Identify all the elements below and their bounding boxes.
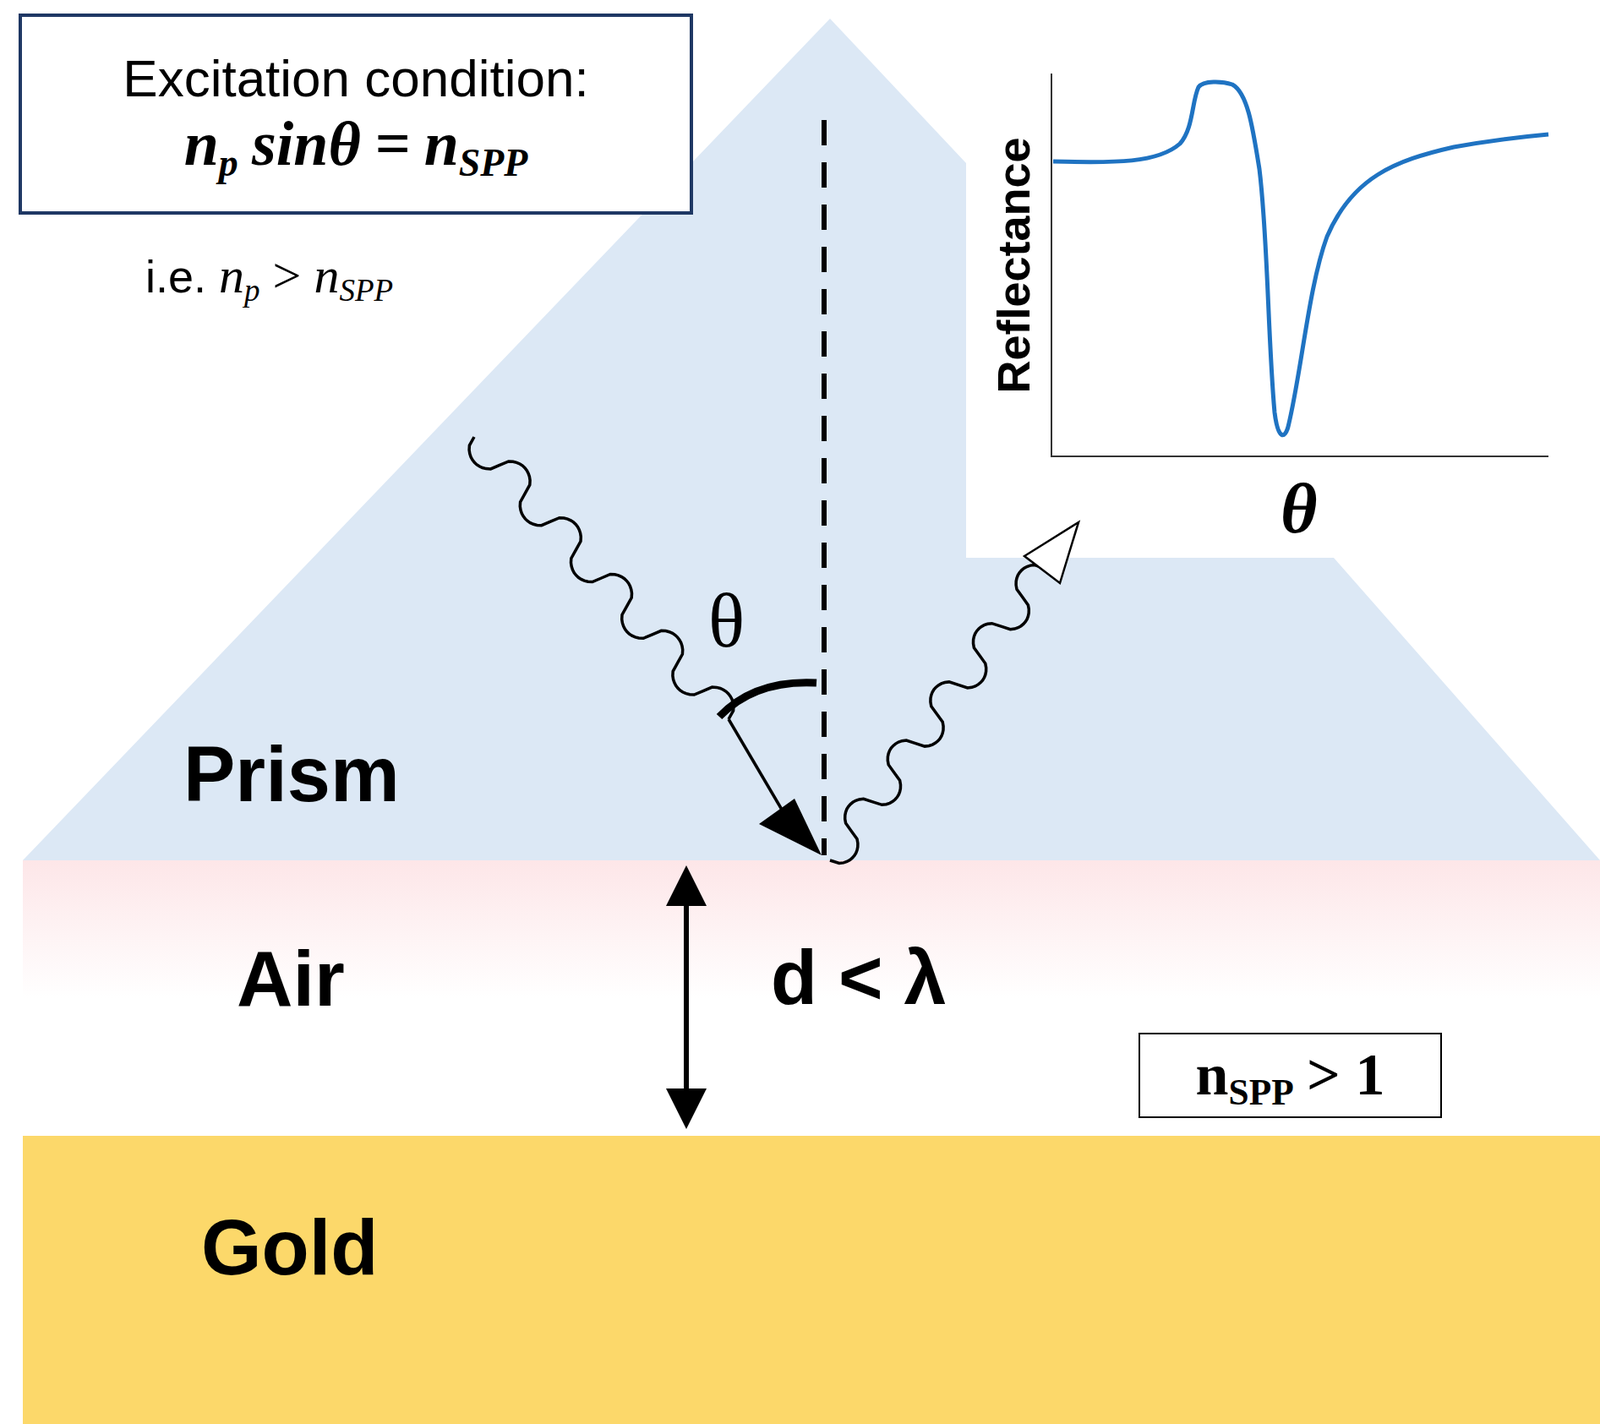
formula-text: > 1 (1306, 1041, 1385, 1110)
condition-box: Excitation condition:npsinθ=nSPP (18, 13, 694, 215)
note-row: i.e.np>nSPP (145, 246, 394, 306)
axis-label: Reflectance (990, 136, 1037, 394)
chart-axes (1051, 73, 1549, 457)
formula-text: n (313, 246, 339, 306)
subscript: SPP (1228, 1071, 1295, 1114)
incident-ray (469, 436, 734, 720)
subscript: SPP (338, 272, 394, 309)
text-row: nSPP> 1 (1195, 1041, 1386, 1110)
text-row: npsinθ=nSPP (184, 108, 529, 181)
subscript: p (244, 272, 261, 309)
formula-text: sinθ (251, 108, 361, 181)
normal-line (821, 120, 827, 856)
subscript: p (218, 141, 239, 186)
axis-label: θ (1280, 473, 1318, 545)
formula-text: = (374, 108, 410, 181)
note-text: i.e. (145, 250, 207, 303)
prism (22, 18, 1600, 861)
region-label: Prism (183, 735, 400, 814)
formula-text: n (1195, 1041, 1229, 1110)
region-label: Air (236, 939, 345, 1018)
index-box: nSPP > 1 (1138, 1032, 1442, 1119)
gold-layer (22, 1135, 1600, 1424)
field-map (22, 860, 1600, 1136)
dimension-label: d < λ (770, 939, 947, 1016)
reflectance-curve (1053, 81, 1549, 436)
formula-text: > (273, 246, 302, 306)
formula-text: Excitation condition: (122, 48, 589, 109)
region-label: Gold (201, 1208, 379, 1287)
subscript: SPP (458, 141, 529, 186)
reflected-ray (830, 565, 1044, 864)
formula-text: n (184, 108, 219, 181)
arrowhead (759, 798, 822, 856)
gap-arrow (683, 895, 689, 1099)
formula-text: n (424, 108, 459, 181)
formula-text: n (218, 246, 245, 306)
arrowhead (666, 1088, 707, 1130)
arrowhead (666, 865, 707, 907)
hollow-arrowhead (1024, 522, 1079, 584)
angle-label: θ (708, 583, 745, 660)
text-row: Excitation condition: (122, 48, 589, 109)
